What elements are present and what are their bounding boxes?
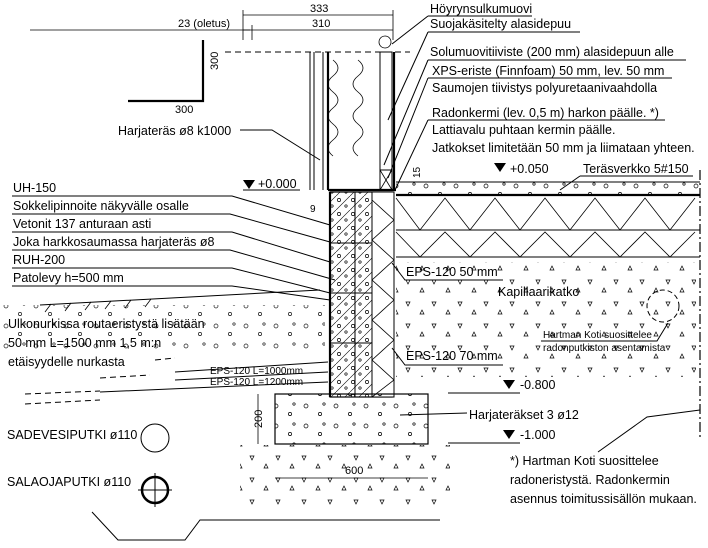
corner-note-line3: etäisyydelle nurkasta bbox=[8, 355, 125, 369]
pipes bbox=[138, 289, 680, 507]
bracket-h-dim: 300 bbox=[175, 104, 193, 116]
ground-insulation: EPS-120 L=1000mm EPS-120 L=1200mm bbox=[0, 289, 329, 405]
dim-15: 15 bbox=[412, 166, 423, 178]
dim-23: 23 (oletus) bbox=[178, 18, 230, 30]
footing-notes: Harjateräkset 3 ø12 *) Hartman Koti suos… bbox=[399, 408, 701, 506]
footnote-line2: radoneristystä. Radonkermin bbox=[510, 473, 670, 487]
label-footing-rebar: Harjateräkset 3 ø12 bbox=[469, 408, 579, 422]
label-sole-plate: Suojakäsitelty alasidepuu bbox=[430, 17, 571, 31]
radon-pipe-note-1: Hartman Koti suosittelee bbox=[543, 330, 652, 341]
timber-wall bbox=[225, 35, 410, 192]
label-foam-seal: Solumuovitiiviste (200 mm) alasidepuun a… bbox=[430, 45, 674, 59]
storm-pipe-icon bbox=[140, 423, 170, 453]
footing: 200 600 bbox=[91, 393, 450, 541]
label-eps-50: EPS-120 50 mm bbox=[406, 265, 498, 279]
footing-height-dim: 200 bbox=[253, 410, 265, 428]
dim-310: 310 bbox=[312, 18, 330, 30]
label-eps-70: EPS-120 70 mm bbox=[406, 349, 498, 363]
label-rebar-k1000: Harjateräs ø8 k1000 bbox=[118, 124, 231, 138]
label-mesh: Teräsverkko 5#150 bbox=[583, 162, 689, 176]
label-vetonit: Vetonit 137 anturaan asti bbox=[13, 217, 151, 231]
level-frost: -0.800 bbox=[520, 378, 555, 392]
label-vapour-barrier: Höyrynsulkumuovi bbox=[430, 2, 532, 16]
corner-note-line2: 50 mm L=1500 mm 1,5 m:n bbox=[8, 336, 161, 350]
bracket-detail: 300 300 bbox=[128, 40, 221, 116]
block-foundation bbox=[328, 191, 395, 398]
top-dimensions: 333 310 23 (oletus) bbox=[30, 3, 394, 40]
floor-slab bbox=[395, 181, 700, 377]
dim-333: 333 bbox=[310, 3, 328, 15]
slab-labels: EPS-120 50 mm Kapillaarikatko EPS-120 70… bbox=[391, 262, 669, 366]
level-footing: -1.000 bbox=[520, 428, 555, 442]
level-floor: +0.050 bbox=[510, 162, 549, 176]
eps-l1000: EPS-120 L=1000mm bbox=[210, 366, 303, 377]
dim-9: 9 bbox=[310, 204, 316, 215]
label-overlap: Jatkokset limitetään 50 mm ja liimataan … bbox=[432, 141, 695, 155]
corner-note-line1: Ulkonurkissa routaeristystä lisätään bbox=[8, 317, 205, 331]
label-slab-cast: Lattiavalu puhtaan kermin päälle. bbox=[432, 123, 615, 137]
label-seal-foam: Saumojen tiivistys polyuretaanivaahdolla bbox=[432, 81, 657, 95]
radon-pipe-note-2: radonputkiston asentamista bbox=[543, 343, 666, 354]
footnote-line3: asennus toimitussisällön mukaan. bbox=[510, 492, 697, 506]
level-ground: +0.000 bbox=[258, 177, 297, 191]
label-ruh200: RUH-200 bbox=[13, 253, 65, 267]
bracket-v-dim: 300 bbox=[209, 52, 221, 70]
left-callouts: Harjateräs ø8 k1000 UH-150 Sokkelipinnoi… bbox=[12, 124, 336, 301]
right-callouts: Höyrynsulkumuovi Suojakäsitelty alasidep… bbox=[383, 2, 695, 191]
eps-l1200: EPS-120 L=1200mm bbox=[210, 377, 303, 388]
label-capillary: Kapillaarikatko bbox=[498, 285, 579, 299]
corner-note: Ulkonurkissa routaeristystä lisätään 50 … bbox=[8, 317, 205, 369]
label-storm-pipe: SADEVESIPUTKI ø110 bbox=[7, 428, 137, 442]
level-markers: +0.000 +0.050 -0.800 -1.000 bbox=[243, 162, 555, 444]
radon-pipe-icon bbox=[646, 289, 680, 323]
label-xps: XPS-eriste (Finnfoam) 50 mm, lev. 50 mm bbox=[432, 64, 664, 78]
footnote-line1: *) Hartman Koti suosittelee bbox=[510, 454, 659, 468]
label-radon-membrane: Radonkermi (lev. 0,5 m) harkon päälle. *… bbox=[432, 106, 659, 120]
label-uh150: UH-150 bbox=[13, 181, 56, 195]
label-plinth-coating: Sokkelipinnoite näkyvälle osalle bbox=[13, 199, 189, 213]
label-dimple-board: Patolevy h=500 mm bbox=[13, 271, 124, 285]
label-joint-rebar: Joka harkkosaumassa harjateräs ø8 bbox=[13, 235, 215, 249]
label-drain-pipe: SALAOJAPUTKI ø110 bbox=[7, 475, 131, 489]
